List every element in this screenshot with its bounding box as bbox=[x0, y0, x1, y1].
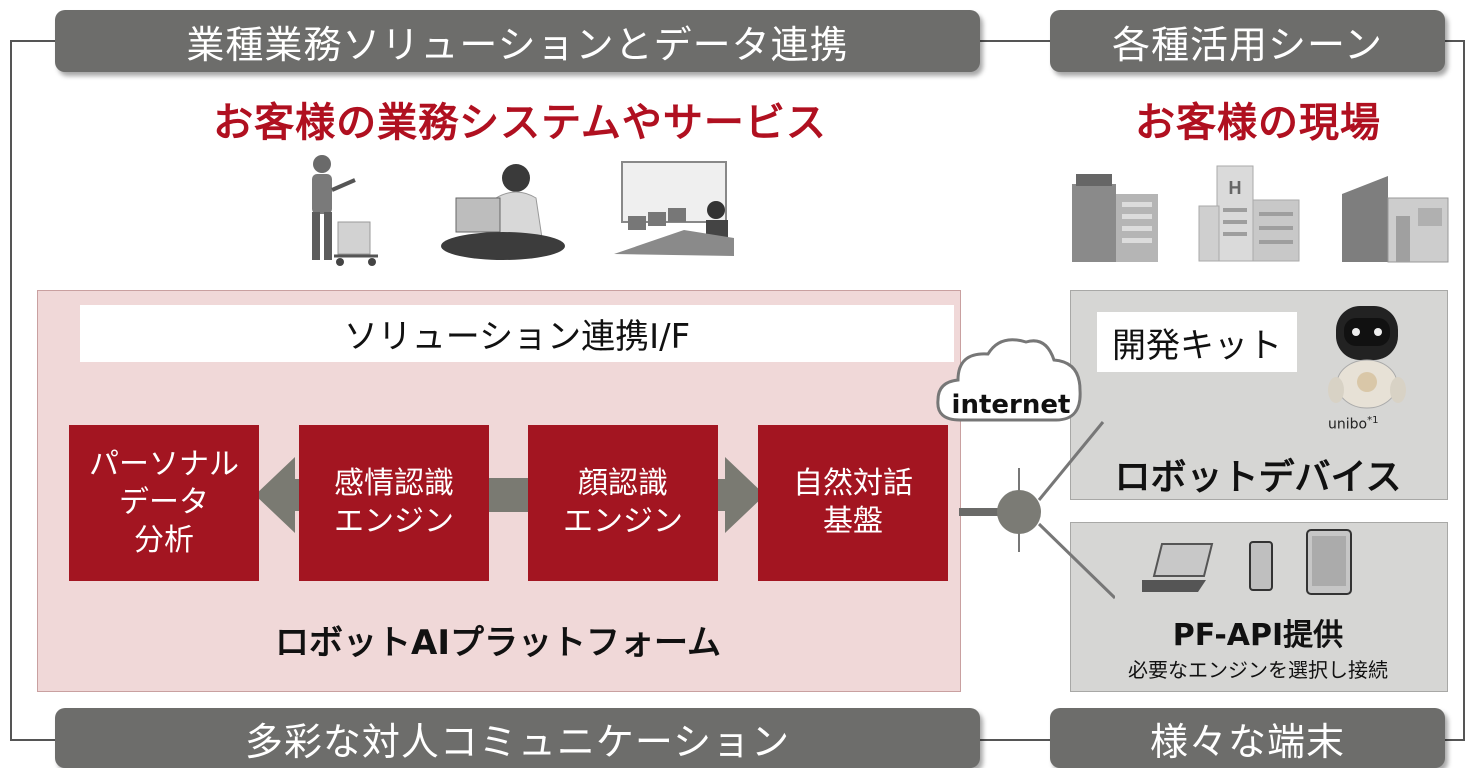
hospital-building-icon: H bbox=[1198, 165, 1300, 262]
internet-label: internet bbox=[951, 390, 1071, 420]
tab-usage-scenes: 各種活用シーン bbox=[1050, 10, 1445, 72]
engine-personal-data-analysis: パーソナル データ 分析 bbox=[69, 425, 259, 581]
development-kit-label: 開発キット bbox=[1097, 312, 1297, 372]
receptionist-icon bbox=[441, 164, 565, 260]
unibo-footnote: *1 bbox=[1367, 415, 1379, 426]
solution-interface-bar: ソリューション連携I/F bbox=[80, 305, 954, 362]
engine-natural-dialogue: 自然対話 基盤 bbox=[758, 425, 948, 581]
tab-industry-solutions: 業種業務ソリューションとデータ連携 bbox=[55, 10, 980, 72]
laptop-icon bbox=[1142, 543, 1214, 592]
engine-emotion-recognition: 感情認識 エンジン bbox=[299, 425, 489, 581]
frame-bottom-line-mid bbox=[980, 739, 1050, 741]
connector-bar bbox=[485, 478, 535, 512]
frame-bottom-line-right bbox=[1445, 739, 1465, 741]
internet-cloud-icon bbox=[936, 338, 1082, 422]
frame-right-line bbox=[1463, 40, 1465, 740]
pf-api-subtitle: 必要なエンジンを選択し接続 bbox=[1128, 658, 1388, 682]
pf-api-title: PF-API提供 bbox=[1172, 618, 1344, 653]
frame-top-line-left bbox=[10, 40, 55, 42]
heading-customer-sites: お客様の現場 bbox=[1135, 100, 1381, 146]
heading-customer-systems: お客様の業務システムやサービス bbox=[213, 100, 827, 146]
tab-communication: 多彩な対人コミュニケーション bbox=[55, 708, 980, 768]
frame-top-line-right bbox=[1445, 40, 1465, 42]
smartphone-icon bbox=[1249, 541, 1273, 591]
delivery-worker-icon bbox=[312, 155, 378, 266]
robot-device-label: ロボットデバイス bbox=[1114, 457, 1402, 498]
unibo-label: unibo*1 bbox=[1328, 415, 1378, 433]
tablet-icon bbox=[1306, 529, 1352, 595]
engine-face-recognition: 顔認識 エンジン bbox=[528, 425, 718, 581]
double-arrow-left bbox=[255, 457, 305, 533]
double-arrow-right bbox=[715, 457, 765, 533]
network-hub bbox=[959, 421, 1115, 600]
frame-left-line bbox=[10, 40, 12, 740]
robot-ai-platform-label: ロボットAIプラットフォーム bbox=[275, 623, 721, 663]
monitoring-operator-icon bbox=[614, 161, 734, 256]
store-building-icon bbox=[1072, 174, 1158, 262]
tab-various-terminals: 様々な端末 bbox=[1050, 708, 1445, 768]
frame-bottom-line-left bbox=[10, 739, 55, 741]
frame-top-line-mid bbox=[980, 40, 1050, 42]
unibo-name: unibo bbox=[1328, 416, 1368, 433]
svg-text:H: H bbox=[1229, 178, 1242, 198]
unibo-robot-icon bbox=[1328, 306, 1406, 409]
office-building-icon bbox=[1342, 176, 1449, 263]
